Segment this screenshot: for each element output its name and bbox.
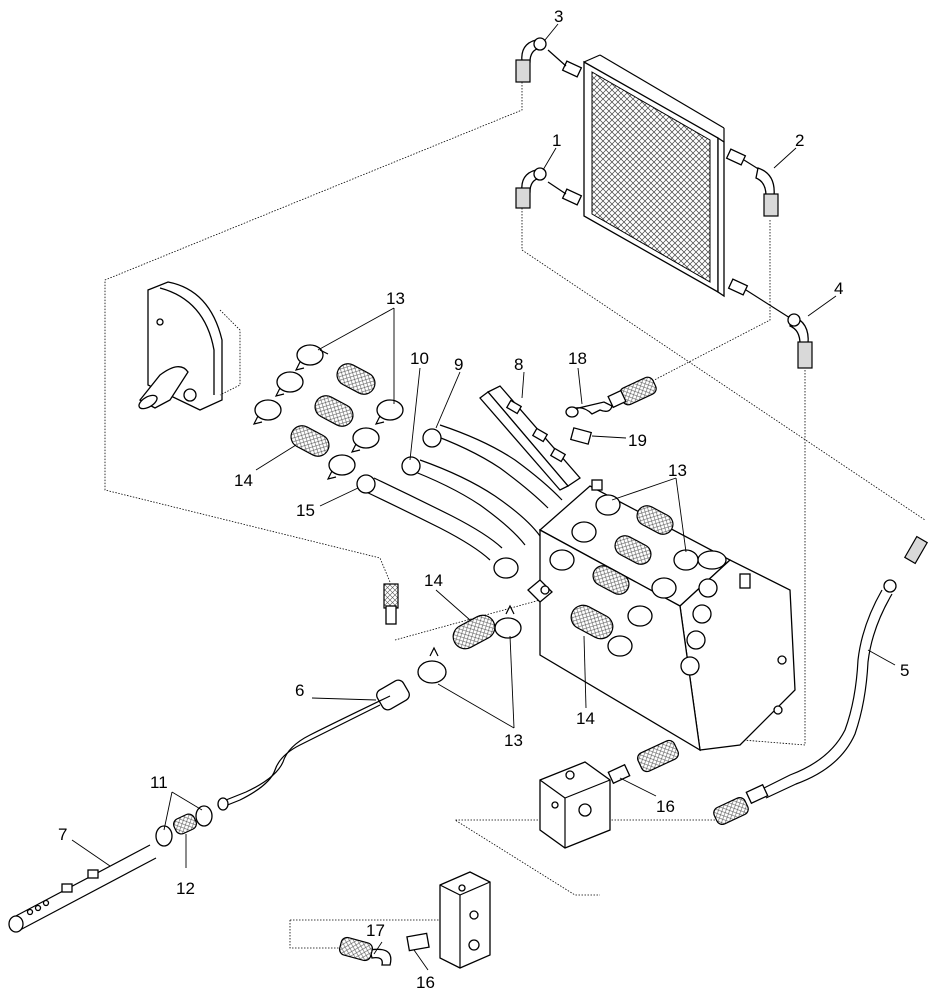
elbow-fitting-2 xyxy=(755,167,779,217)
callout-9: 9 xyxy=(454,355,463,374)
elbow-fitting-17 xyxy=(338,936,392,966)
callout-14-left: 14 xyxy=(234,471,253,490)
callout-13-right: 13 xyxy=(668,461,687,480)
cooler-fittings xyxy=(547,49,791,319)
callout-6: 6 xyxy=(295,681,304,700)
tank-clamp-5 xyxy=(651,577,677,599)
hydraulic-coupling-upper xyxy=(607,376,657,409)
tank-mesh-3 xyxy=(592,565,630,595)
hose-clamp-left-5 xyxy=(350,427,380,453)
tank-mesh-2 xyxy=(614,535,652,565)
clamp-13-lower-1 xyxy=(494,604,522,639)
tank-elbow xyxy=(527,579,553,603)
mesh-hose-left-2 xyxy=(314,395,354,427)
callout-3: 3 xyxy=(554,7,563,26)
suction-mesh-14-center xyxy=(452,614,496,650)
callout-12: 12 xyxy=(176,879,195,898)
pressure-pipe-5 xyxy=(713,535,929,825)
hose-clamp-left-3 xyxy=(252,399,282,425)
suction-pipe-7 xyxy=(8,844,157,933)
callout-13-bottom: 13 xyxy=(504,731,523,750)
callout-18: 18 xyxy=(568,349,587,368)
callout-10: 10 xyxy=(410,349,429,368)
callout-13-top: 13 xyxy=(386,289,405,308)
coupling-left-vertical xyxy=(383,583,399,625)
hose-9 xyxy=(422,424,563,509)
callout-4: 4 xyxy=(834,279,843,298)
hose-10 xyxy=(401,456,541,546)
tank-port-1 xyxy=(698,578,718,598)
tank-port-2 xyxy=(692,604,712,624)
callout-5: 5 xyxy=(900,661,909,680)
mesh-hose-left-3 xyxy=(290,425,330,457)
valve-block-16-lower xyxy=(406,871,491,969)
manifold-8 xyxy=(479,385,581,491)
clamp-11-left xyxy=(155,825,173,847)
tank-clamp-6 xyxy=(627,605,653,627)
elbow-fitting-1 xyxy=(515,167,547,209)
plug-19 xyxy=(569,427,593,445)
routing-lines xyxy=(104,82,926,949)
tank-clamp-1 xyxy=(595,494,621,516)
callout-15: 15 xyxy=(296,501,315,520)
suction-mesh-14-right xyxy=(570,604,614,640)
callout-16-right: 16 xyxy=(656,797,675,816)
tank-clamp-7 xyxy=(607,635,633,657)
hose-clamp-left-2 xyxy=(274,371,304,397)
tank-clamp-8 xyxy=(493,557,519,579)
elbow-fitting-3 xyxy=(515,37,547,83)
callout-7: 7 xyxy=(58,825,67,844)
valve-block-16-right xyxy=(539,739,679,849)
tank-clamp-2 xyxy=(571,521,597,543)
fan-housing xyxy=(138,281,241,411)
callout-14-center: 14 xyxy=(424,571,443,590)
tank-port-4 xyxy=(680,656,700,676)
callout-1: 1 xyxy=(552,131,561,150)
tank-clamp-4 xyxy=(673,549,699,571)
callout-2: 2 xyxy=(795,131,804,150)
leader-lines xyxy=(71,23,896,971)
callout-14-right: 14 xyxy=(576,709,595,728)
hose-clamp-left-1 xyxy=(294,344,329,371)
hose-clamp-left-6 xyxy=(326,454,356,480)
callout-labels: 1 2 3 4 5 6 7 8 9 10 11 12 13 13 13 14 1… xyxy=(58,7,909,992)
mesh-hose-left-1 xyxy=(336,363,376,395)
callout-17: 17 xyxy=(366,921,385,940)
suction-hose-6 xyxy=(217,679,410,811)
tank-port-3 xyxy=(686,630,706,650)
callout-11: 11 xyxy=(150,773,168,792)
clamp-11-right xyxy=(195,805,213,827)
mesh-sleeve-12 xyxy=(173,813,197,835)
tank-mesh-1 xyxy=(636,505,674,535)
elbow-fitting-4 xyxy=(787,313,813,369)
hose-clamp-left-4 xyxy=(374,399,404,425)
elbow-fitting-18 xyxy=(565,401,613,418)
oil-cooler xyxy=(583,54,725,298)
callout-8: 8 xyxy=(514,355,523,374)
clamp-13-lower-2 xyxy=(417,646,447,684)
callout-19: 19 xyxy=(628,431,647,450)
callout-16-lower: 16 xyxy=(416,973,435,992)
tank-clamp-3 xyxy=(549,549,575,571)
hose-15 xyxy=(356,474,503,561)
